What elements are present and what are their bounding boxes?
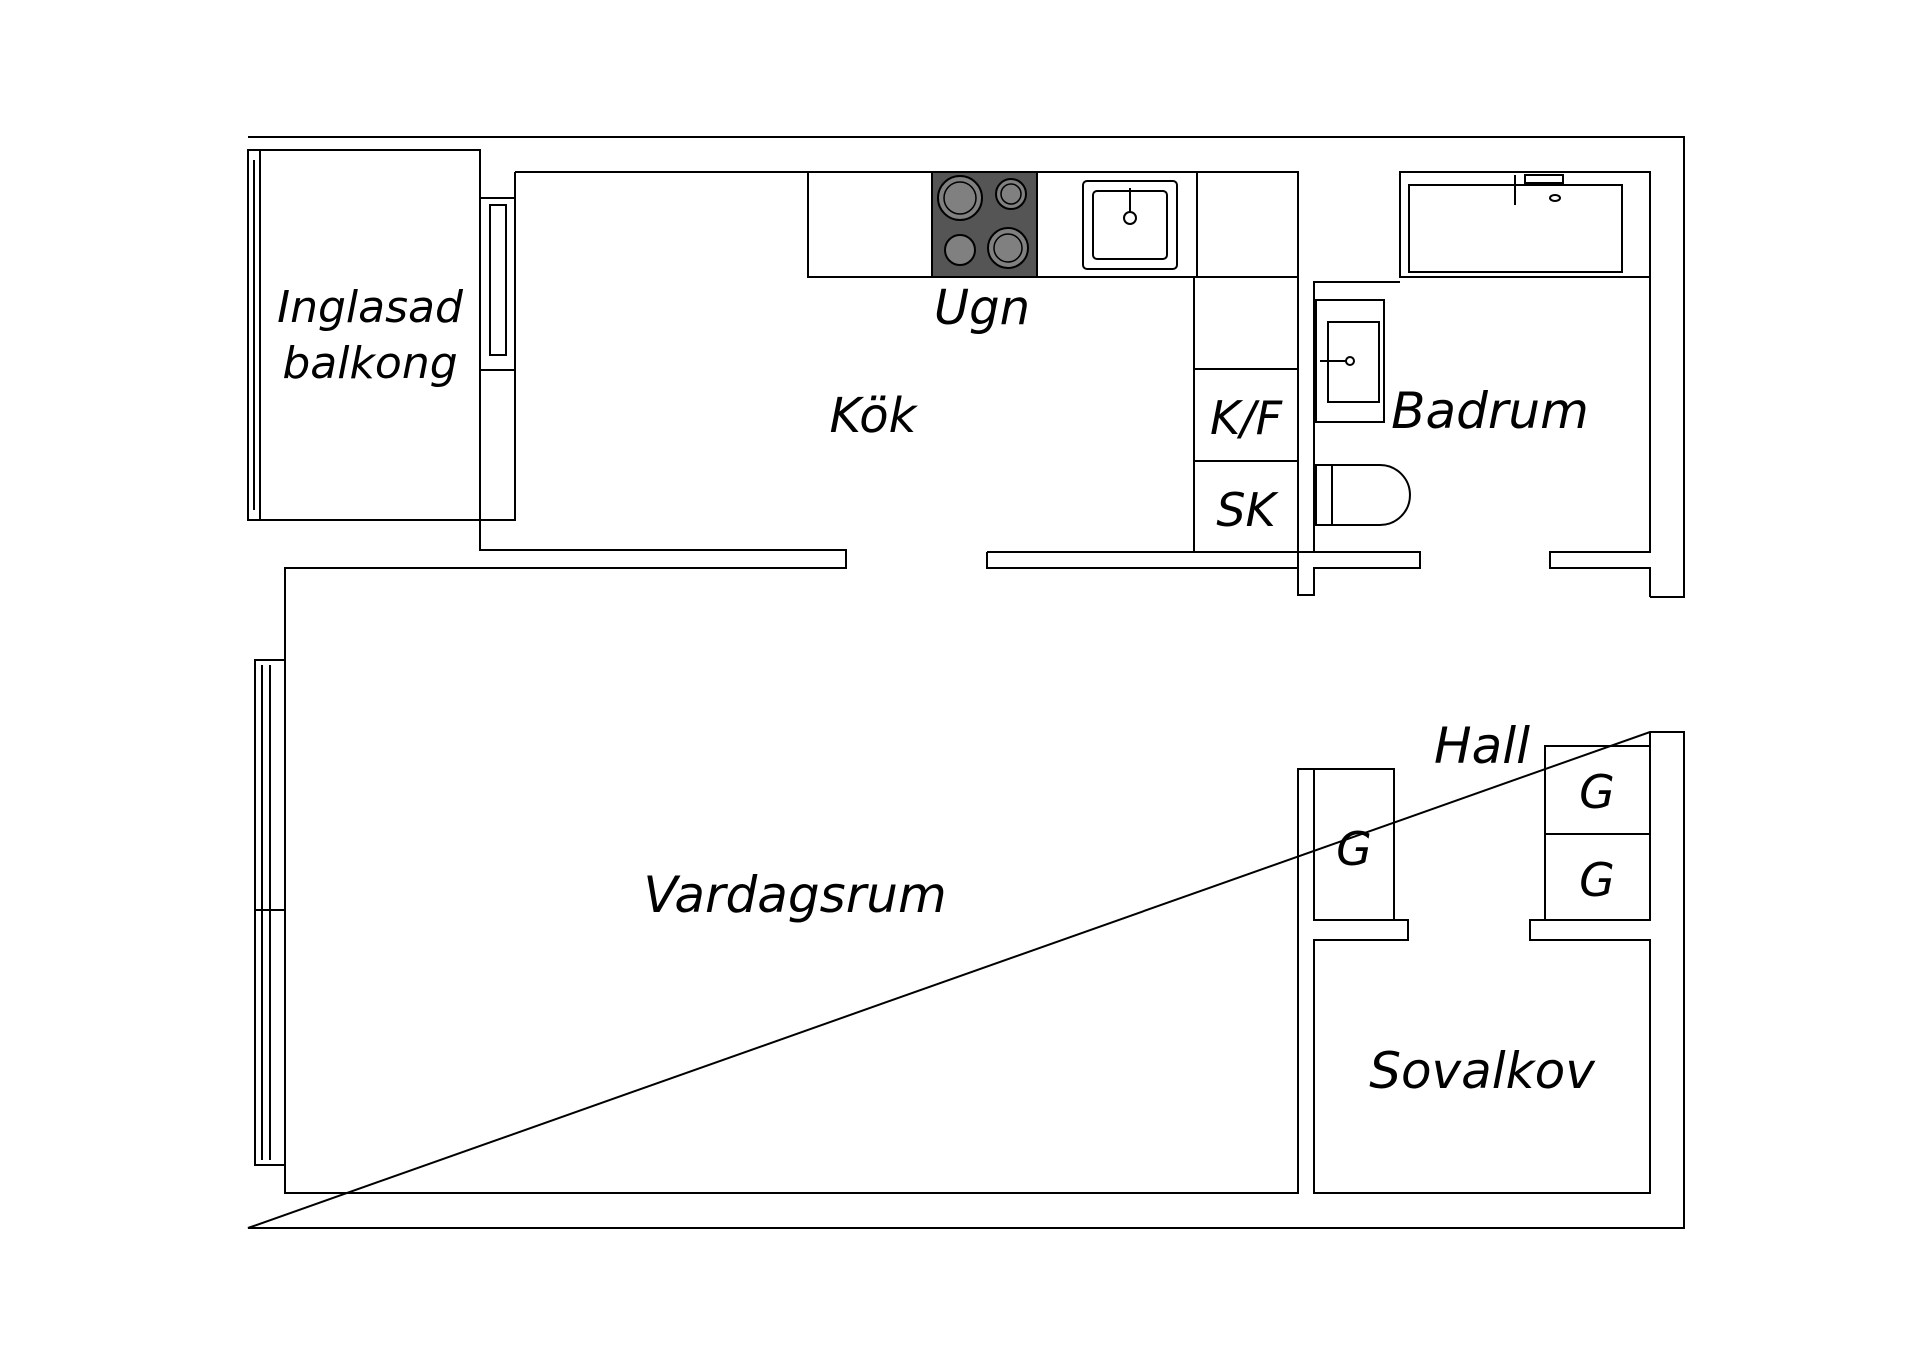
kitchen-sink-drain — [1123, 211, 1137, 225]
living-room-label: Vardagsrum — [643, 866, 946, 924]
wardrobe-left-label: G — [1336, 822, 1372, 876]
outer-wall — [247, 136, 1685, 1229]
wardrobe-right-bottom-box — [1544, 833, 1651, 921]
broom-closet-box — [1193, 460, 1299, 553]
balcony-label-line1: Inglasad — [277, 282, 464, 333]
bathtub-icon — [1399, 171, 1651, 278]
bathtub-controls — [1524, 174, 1564, 184]
burner-bottom-right-inner — [993, 233, 1023, 263]
inner-wall-main — [284, 171, 1651, 1194]
balcony-label-line2: balkong — [282, 338, 457, 389]
kitchen-counter-side — [1193, 276, 1299, 370]
broom-closet-label: SK — [1216, 483, 1279, 537]
kitchen-counter-sink — [1036, 171, 1198, 278]
stove-label: Ugn — [934, 280, 1030, 336]
wardrobe-left-box — [1313, 768, 1395, 921]
burner-bottom-left — [944, 234, 976, 266]
fridge-freezer-label: K/F — [1210, 391, 1283, 445]
kitchen-counter-left — [807, 171, 933, 278]
inner-wall-kitchen-bottom — [986, 551, 1298, 569]
kitchen-counter-corner — [1196, 171, 1299, 278]
bathroom-sink-icon — [1315, 299, 1385, 423]
sleeping-alcove-label: Sovalkov — [1369, 1042, 1596, 1100]
toilet-icon — [1315, 464, 1411, 526]
balcony-box — [259, 149, 481, 521]
kitchen-sink-icon — [1082, 180, 1178, 270]
balcony-door-window — [479, 197, 516, 371]
burner-top-left-inner — [943, 181, 977, 215]
bathtub-drain — [1549, 194, 1561, 202]
kitchen-label: Kök — [830, 388, 919, 444]
balcony-glazing-left — [247, 149, 261, 521]
hall-label: Hall — [1434, 717, 1530, 775]
bathroom-label: Badrum — [1391, 382, 1589, 440]
wardrobe-right-top-label: G — [1579, 765, 1615, 819]
wardrobe-right-bottom-label: G — [1579, 853, 1615, 907]
balcony-door-window-inner — [489, 204, 507, 356]
burner-top-right-inner — [1000, 183, 1022, 205]
stove-icon — [931, 171, 1038, 278]
bathroom-sink-drain — [1345, 356, 1355, 366]
